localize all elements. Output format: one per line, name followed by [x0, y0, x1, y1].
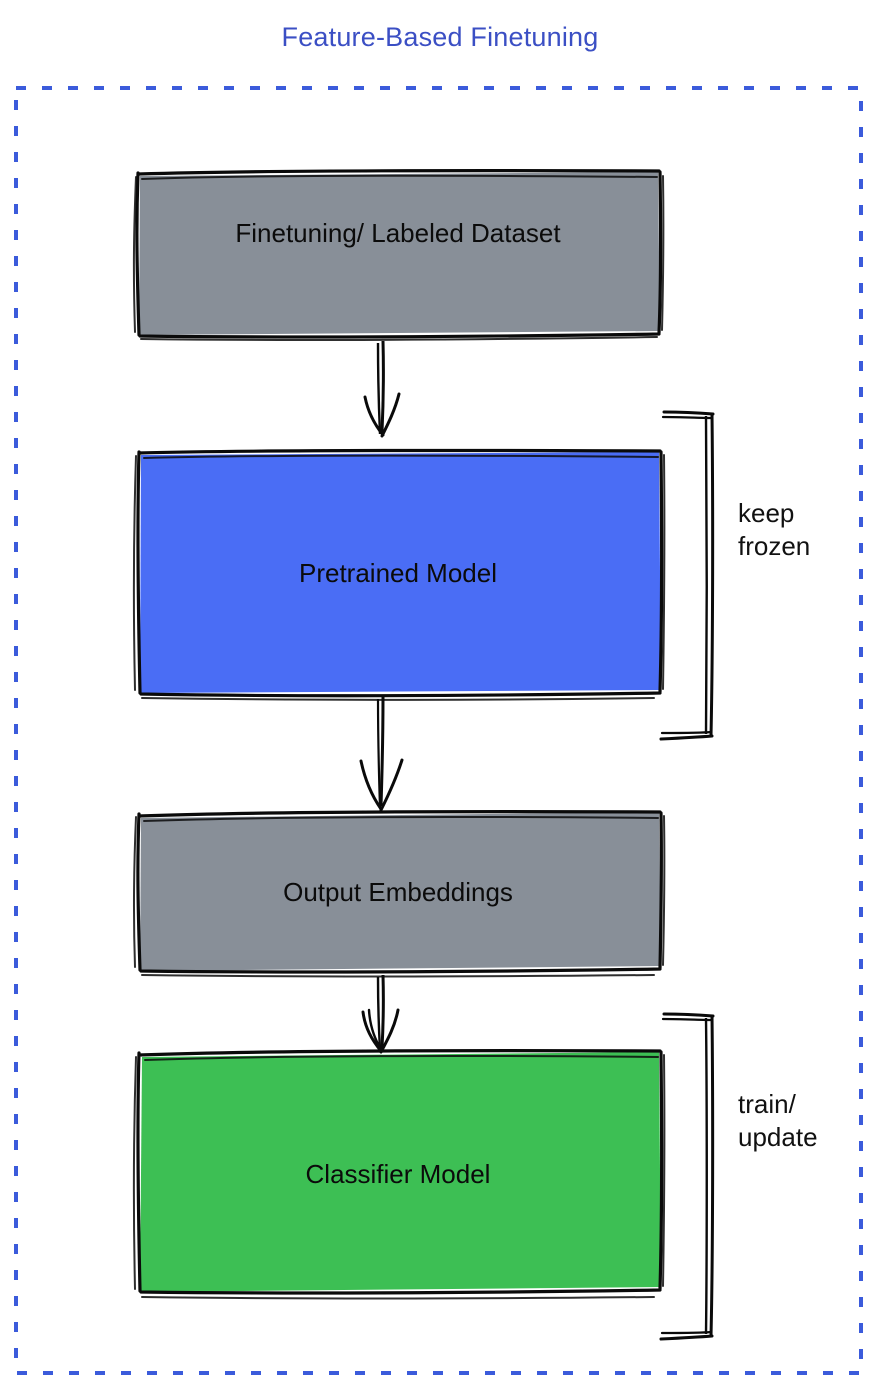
node-dataset[interactable] [132, 169, 665, 342]
arrow-pretrained-to-embeddings [359, 696, 404, 812]
node-dataset-fill [139, 172, 660, 335]
arrow-embeddings-to-classifier [361, 974, 400, 1054]
node-classifier-model-label: Classifier Model [305, 1159, 491, 1189]
node-dataset-outline-sketch [132, 174, 665, 342]
node-output-embeddings-label: Output Embeddings [283, 877, 513, 907]
node-pretrained-model-label: Pretrained Model [299, 558, 497, 588]
node-pretrained-model-fill [140, 452, 661, 693]
node-output-embeddings-outline-sketch [132, 815, 666, 978]
bracket-keep-frozen [659, 410, 715, 741]
node-classifier-model-outline [136, 1049, 664, 1295]
node-classifier-model-outline-sketch [132, 1054, 666, 1300]
node-output-embeddings-outline [136, 810, 664, 974]
node-output-embeddings-fill [140, 812, 661, 971]
page-title: Feature-Based Finetuning [281, 22, 599, 52]
node-pretrained-model[interactable] [132, 448, 666, 701]
arrow-dataset-to-pretrained [363, 340, 401, 438]
node-dataset-label: Finetuning/ Labeled Dataset [235, 218, 561, 248]
feature-based-finetuning-frame [14, 86, 863, 1375]
node-classifier-model-fill [140, 1052, 661, 1292]
node-classifier-model[interactable] [132, 1049, 666, 1300]
node-pretrained-model-outline [136, 448, 664, 698]
node-dataset-outline [135, 169, 663, 339]
node-pretrained-model-outline-sketch [132, 454, 666, 701]
annotation-train-update-label: train/ update [738, 1089, 818, 1153]
node-output-embeddings[interactable] [132, 810, 666, 978]
annotation-keep-frozen-label: keep frozen [738, 498, 811, 562]
bracket-train-update [659, 1012, 715, 1341]
